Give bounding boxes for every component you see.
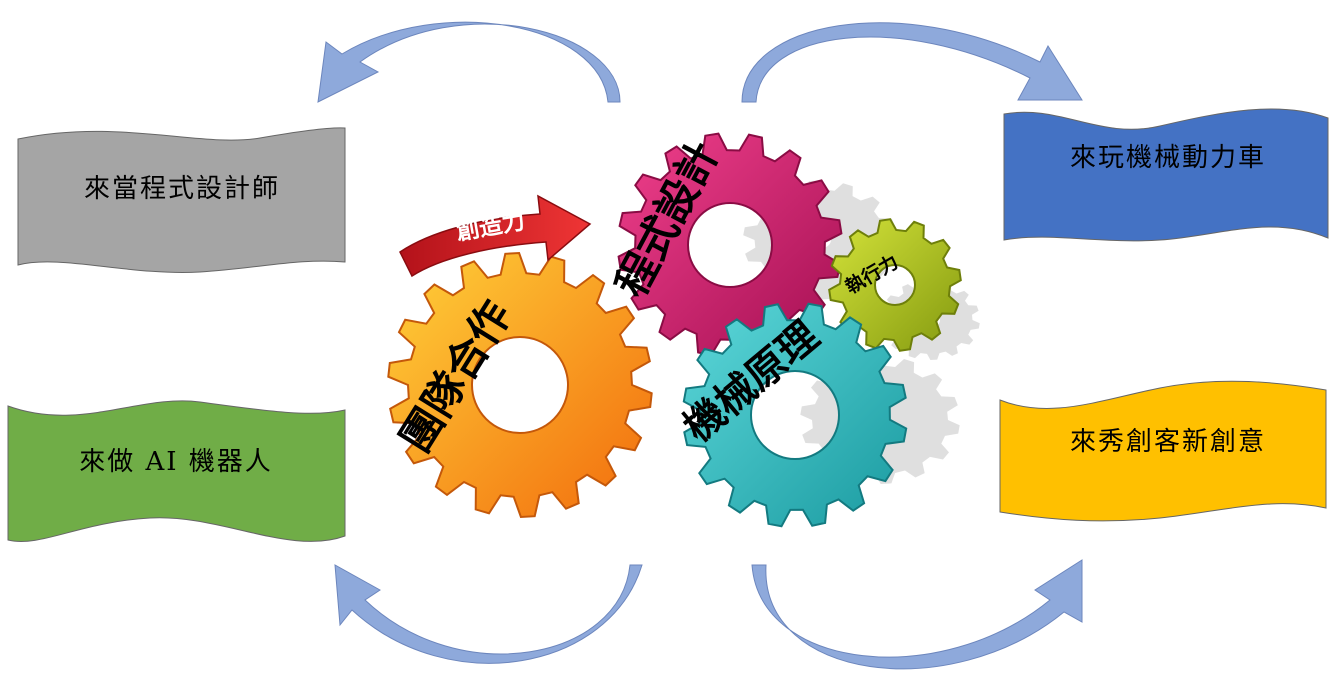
banner-top-left-label: 來當程式設計師 xyxy=(84,174,280,204)
banner-bottom-right-label: 來秀創客新創意 xyxy=(1070,427,1266,457)
cycle-arrow-bottom-right-icon xyxy=(751,559,1083,670)
gear-teamwork xyxy=(387,251,653,519)
cycle-arrow-top-left-icon xyxy=(317,21,621,103)
gear-mechanics xyxy=(682,302,908,528)
banner-top-right: 來玩機械動力車 xyxy=(1003,108,1329,242)
banner-bottom-left-label: 來做 AI 機器人 xyxy=(79,447,273,477)
banner-top-left: 來當程式設計師 xyxy=(17,127,346,273)
banner-bottom-left: 來做 AI 機器人 xyxy=(7,400,346,542)
gear-execution xyxy=(828,218,962,352)
banner-bottom-right: 來秀創客新創意 xyxy=(999,380,1327,522)
cycle-arrow-top-right-icon xyxy=(741,22,1083,103)
cycle-arrow-bottom-left-icon xyxy=(334,564,643,664)
banner-top-right-label: 來玩機械動力車 xyxy=(1070,143,1266,173)
